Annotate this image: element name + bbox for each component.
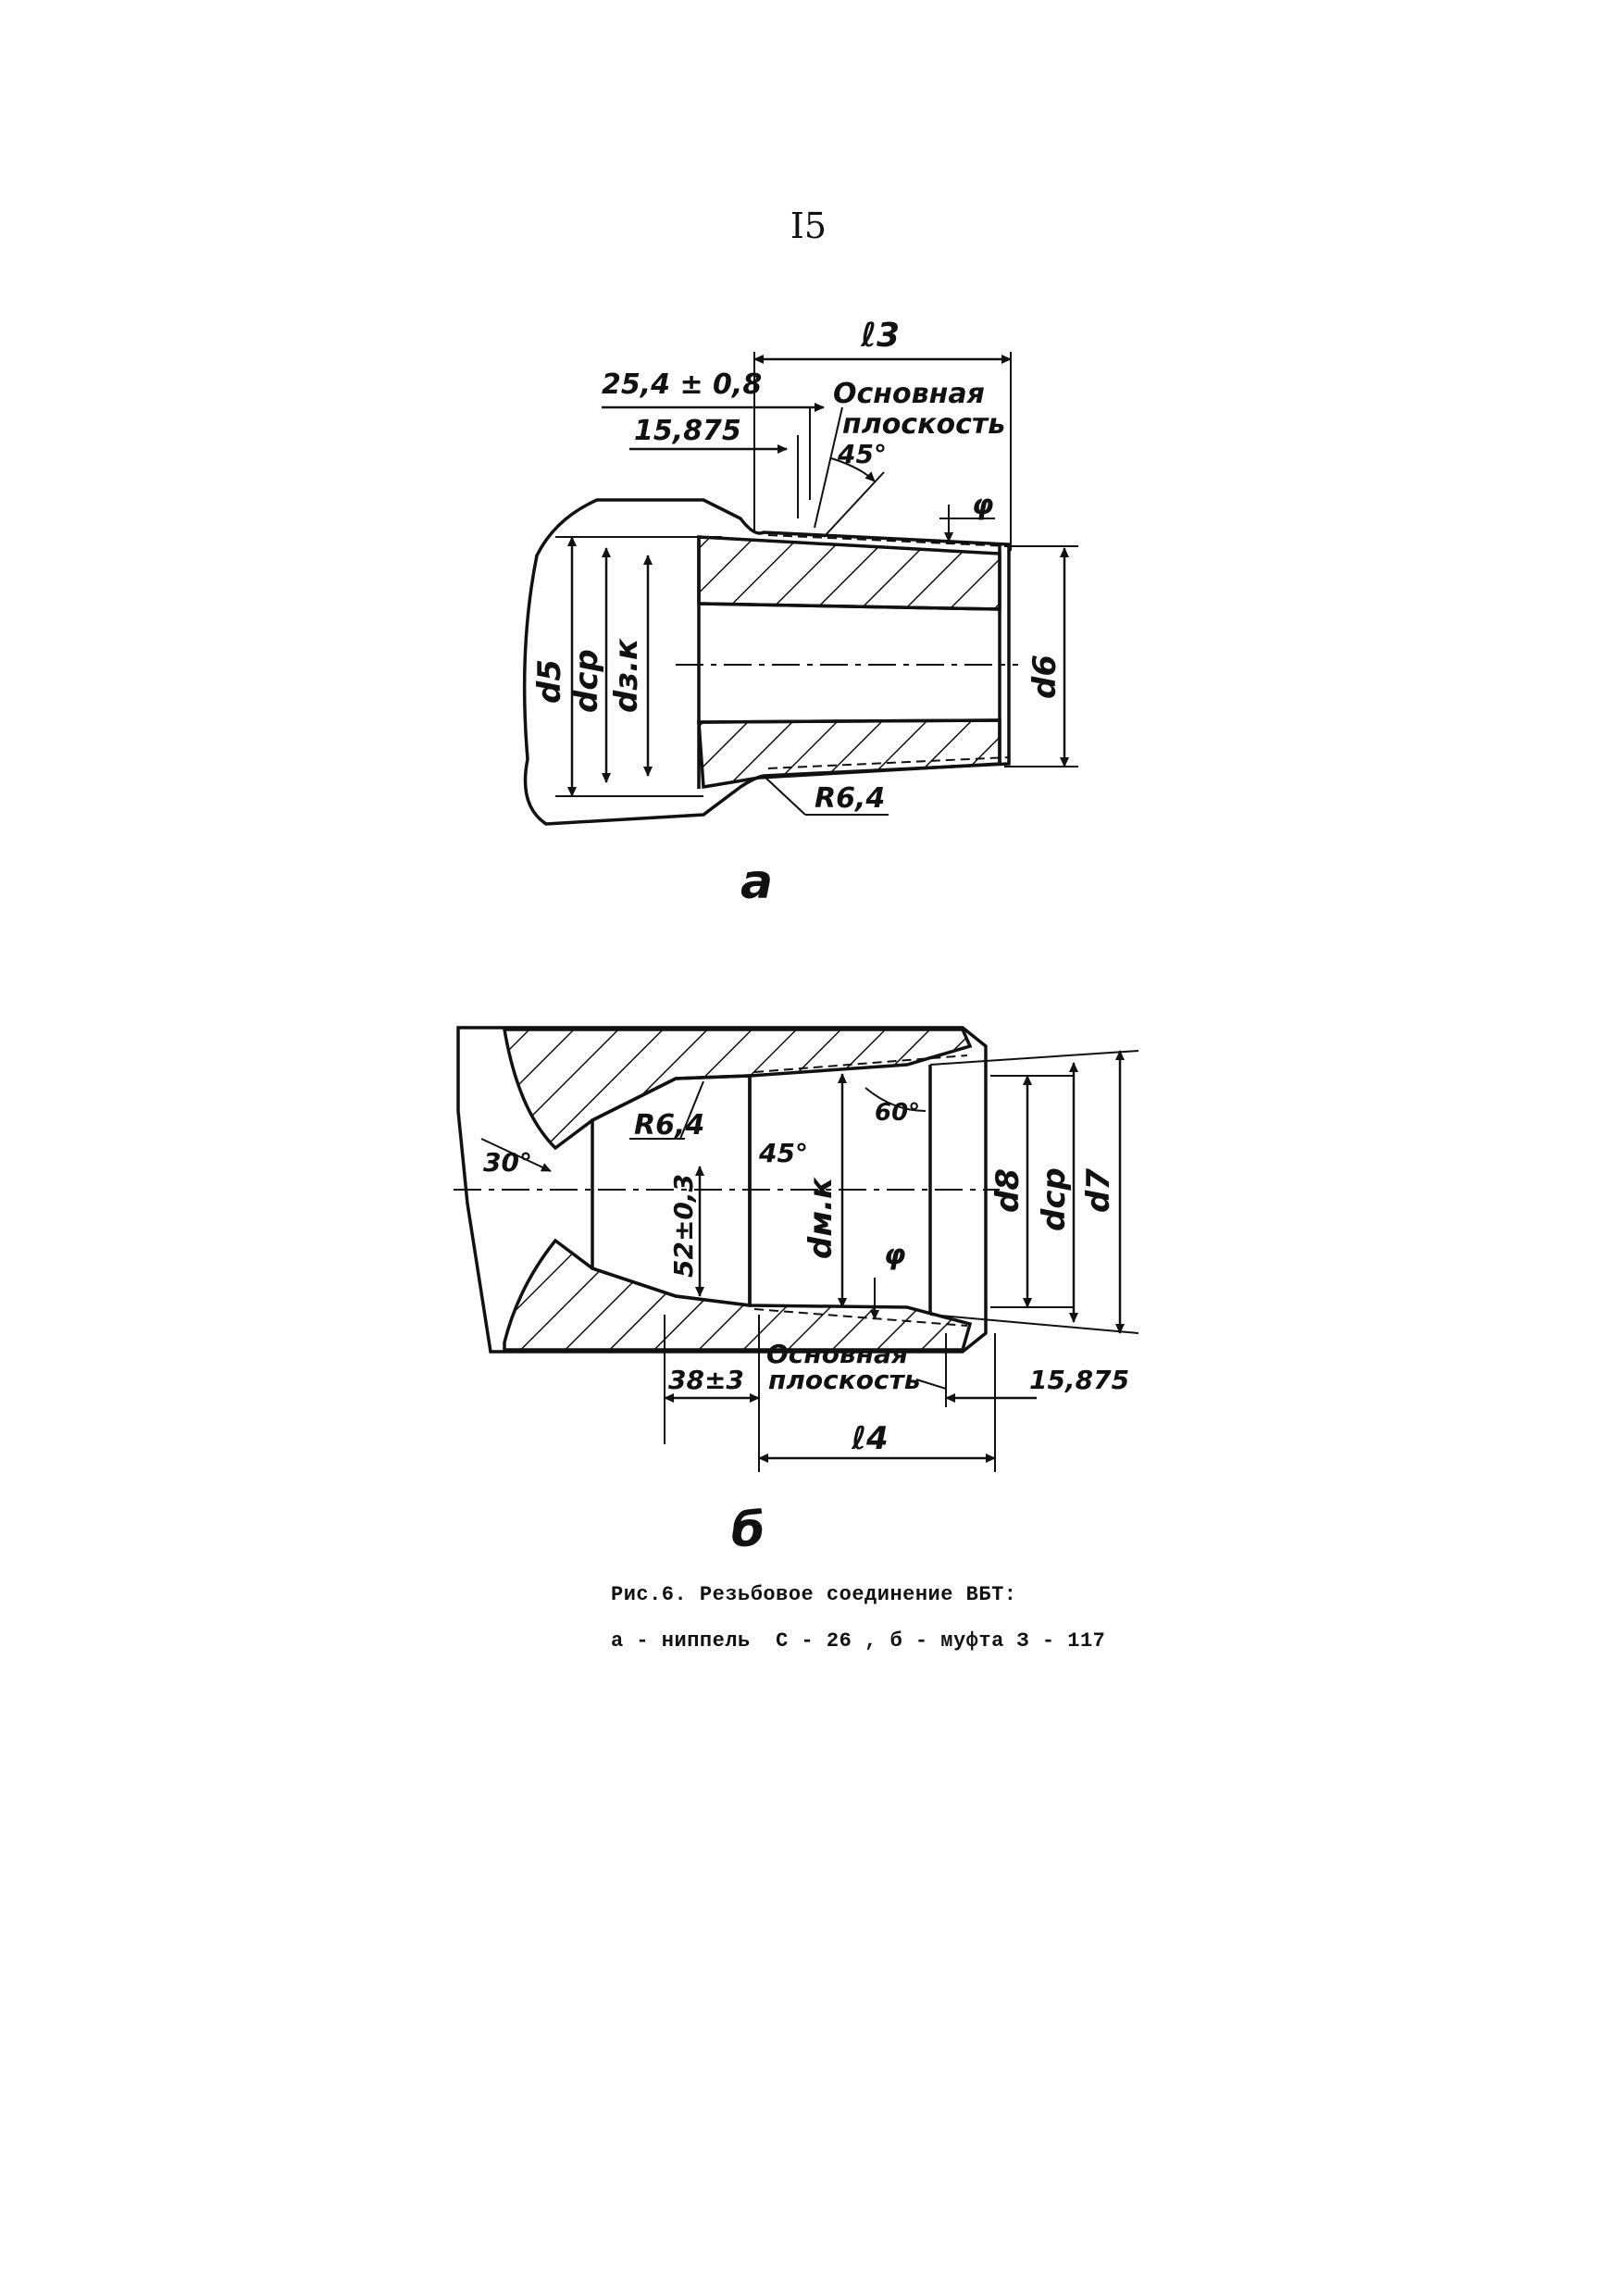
coupling-wall-bottom (503, 1238, 973, 1352)
label-15-875: 15,875 (634, 415, 741, 447)
label-base-plane-1: Основная (833, 378, 985, 410)
label-phi: φ (972, 489, 993, 521)
label-dzk: dз.к (608, 638, 645, 713)
coupling-thread-top (753, 1054, 968, 1073)
label-dcp-b: dcp (1036, 1167, 1073, 1231)
label-52: 52±0,3 (668, 1174, 699, 1278)
label-d6: d6 (1026, 655, 1063, 699)
label-r64: R6,4 (815, 782, 885, 815)
nipple-thread-bottom (767, 756, 1010, 769)
label-38: 38±3 (668, 1365, 744, 1395)
label-base-plane-b2: плоскость (768, 1365, 920, 1395)
caption-line-1: Рис.6. Резьбовое соединение ВБТ: (611, 1583, 1017, 1606)
label-phi-b: φ (884, 1239, 905, 1271)
label-dmk: dм.к (802, 1177, 840, 1259)
coupling-wall-top (502, 1028, 973, 1151)
nipple-wall-top (697, 535, 1001, 611)
label-dcp: dcp (568, 649, 605, 713)
figure-a-nipple (522, 352, 1078, 826)
figure-a-labels: ℓ3 25,4 ± 0,8 15,875 Основная плоскость … (531, 317, 1063, 910)
figure-b-label: б (731, 1503, 765, 1558)
label-25-4: 25,4 ± 0,8 (602, 368, 762, 401)
label-base-plane-b1: Основная (766, 1339, 908, 1369)
label-l3: ℓ3 (860, 317, 900, 355)
label-45-b: 45° (758, 1138, 808, 1168)
label-30: 30° (483, 1147, 532, 1178)
label-d5: d5 (531, 659, 568, 704)
caption-line-2: а - ниппель С - 26 , б - муфта З - 117 (611, 1629, 1106, 1653)
label-l4: ℓ4 (851, 1420, 889, 1457)
label-d7: d7 (1080, 1168, 1117, 1213)
label-d8: d8 (989, 1168, 1026, 1213)
label-45: 45° (837, 439, 887, 469)
figure-b-coupling (454, 1026, 1139, 1472)
label-r64-b: R6,4 (634, 1109, 704, 1142)
figure-b-labels: 30° R6,4 45° 60° 52±0,3 dм.к φ d8 dcp d7… (483, 1099, 1129, 1558)
nipple-wall-bottom (697, 718, 1001, 790)
page-number: I5 (790, 206, 827, 246)
coupling-thread-bottom (753, 1308, 968, 1327)
nipple-body-outline (522, 498, 1011, 826)
label-60: 60° (875, 1099, 920, 1127)
label-15-875-b: 15,875 (1029, 1365, 1129, 1395)
figure-a-label: а (740, 855, 773, 910)
label-base-plane-2: плоскость (842, 408, 1005, 441)
coupling-body-outline (456, 1026, 988, 1354)
nipple-thread-top (767, 534, 1010, 547)
